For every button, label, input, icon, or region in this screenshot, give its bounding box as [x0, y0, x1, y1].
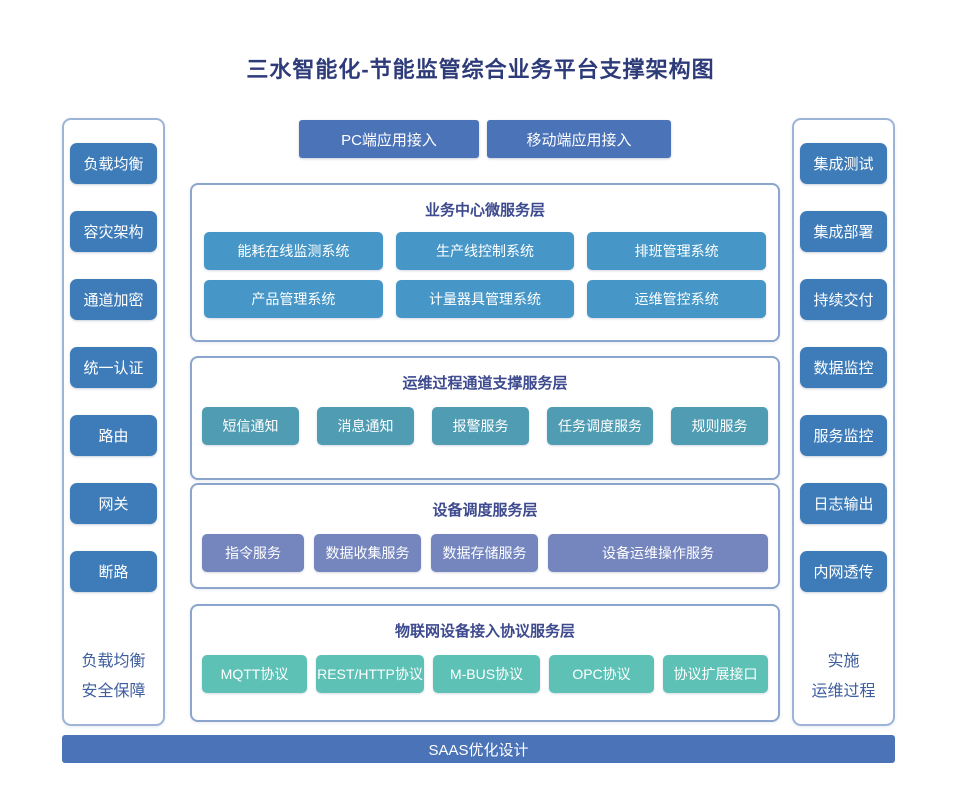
application-access-row: PC端应用接入 移动端应用接入	[190, 120, 780, 158]
page-title: 三水智能化-节能监管综合业务平台支撑架构图	[246, 57, 715, 82]
left-item-disaster-recovery: 容灾架构	[70, 211, 157, 252]
box-energy-monitoring-system: 能耗在线监测系统	[204, 232, 383, 270]
box-task-scheduling-service: 任务调度服务	[547, 407, 653, 445]
box-rule-service: 规则服务	[671, 407, 768, 445]
layer-device-title: 设备调度服务层	[432, 502, 538, 519]
right-panel-caption: 实施 运维过程	[811, 647, 875, 707]
pc-access-box: PC端应用接入	[299, 120, 479, 158]
box-data-collection-service: 数据收集服务	[314, 534, 421, 572]
left-panel-load-balance-security: 负载均衡 容灾架构 通道加密 统一认证 路由 网关 断路 负载均衡 安全保障	[62, 118, 165, 726]
left-item-gateway: 网关	[70, 483, 157, 524]
layer-channel-title: 运维过程通道支撑服务层	[402, 375, 568, 392]
right-caption-line2: 运维过程	[811, 683, 876, 700]
box-metering-instrument-management-system: 计量器具管理系统	[395, 280, 575, 318]
left-item-channel-encryption: 通道加密	[70, 279, 157, 320]
right-caption-line1: 实施	[827, 653, 860, 670]
right-item-integration-deploy: 集成部署	[800, 211, 887, 252]
layer-channel-support-services: 运维过程通道支撑服务层 短信通知 消息通知 报警服务 任务调度服务 规则服务	[190, 356, 780, 480]
layer-iot-boxes: MQTT协议 REST/HTTP协议 M-BUS协议 OPC协议 协议扩展接口	[192, 655, 778, 693]
layer-business-boxes: 能耗在线监测系统 生产线控制系统 排班管理系统 产品管理系统 计量器具管理系统 …	[204, 232, 766, 318]
left-caption-line2: 安全保障	[81, 683, 146, 700]
box-ops-control-system: 运维管控系统	[587, 280, 766, 318]
right-item-log-output: 日志输出	[800, 483, 887, 524]
layer-channel-boxes: 短信通知 消息通知 报警服务 任务调度服务 规则服务	[192, 407, 778, 445]
box-mbus-protocol: M-BUS协议	[433, 655, 540, 693]
right-item-continuous-delivery: 持续交付	[800, 279, 887, 320]
right-item-integration-test: 集成测试	[800, 143, 887, 184]
layer-business-microservices: 业务中心微服务层 能耗在线监测系统 生产线控制系统 排班管理系统 产品管理系统 …	[190, 183, 780, 342]
layer-iot-protocol-services: 物联网设备接入协议服务层 MQTT协议 REST/HTTP协议 M-BUS协议 …	[190, 604, 780, 722]
box-rest-http-protocol: REST/HTTP协议	[316, 655, 424, 693]
box-product-management-system: 产品管理系统	[204, 280, 383, 318]
box-shift-management-system: 排班管理系统	[587, 232, 766, 270]
mobile-access-box: 移动端应用接入	[487, 120, 671, 158]
box-alarm-service: 报警服务	[432, 407, 529, 445]
right-panel-devops: 集成测试 集成部署 持续交付 数据监控 服务监控 日志输出 内网透传 实施 运维…	[792, 118, 895, 726]
right-item-intranet-passthrough: 内网透传	[800, 551, 887, 592]
box-message-notification: 消息通知	[317, 407, 414, 445]
saas-optimization-bar: SAAS优化设计	[62, 735, 895, 763]
box-sms-notification: 短信通知	[202, 407, 299, 445]
layer-device-boxes: 指令服务 数据收集服务 数据存储服务 设备运维操作服务	[192, 534, 778, 572]
left-caption-line1: 负载均衡	[81, 653, 146, 670]
box-production-line-control-system: 生产线控制系统	[395, 232, 575, 270]
left-item-load-balance: 负载均衡	[70, 143, 157, 184]
left-panel-caption: 负载均衡 安全保障	[81, 647, 145, 707]
box-data-storage-service: 数据存储服务	[431, 534, 538, 572]
box-command-service: 指令服务	[202, 534, 304, 572]
layer-business-title: 业务中心微服务层	[424, 202, 545, 219]
left-item-circuit-break: 断路	[70, 551, 157, 592]
right-item-data-monitoring: 数据监控	[800, 347, 887, 388]
box-mqtt-protocol: MQTT协议	[202, 655, 307, 693]
box-protocol-extension-interface: 协议扩展接口	[663, 655, 768, 693]
layer-iot-title: 物联网设备接入协议服务层	[394, 623, 575, 640]
layer-device-dispatch-services: 设备调度服务层 指令服务 数据收集服务 数据存储服务 设备运维操作服务	[190, 483, 780, 589]
left-item-unified-auth: 统一认证	[70, 347, 157, 388]
left-item-routing: 路由	[70, 415, 157, 456]
right-item-service-monitoring: 服务监控	[800, 415, 887, 456]
box-opc-protocol: OPC协议	[549, 655, 654, 693]
box-device-ops-operation-service: 设备运维操作服务	[548, 534, 768, 572]
